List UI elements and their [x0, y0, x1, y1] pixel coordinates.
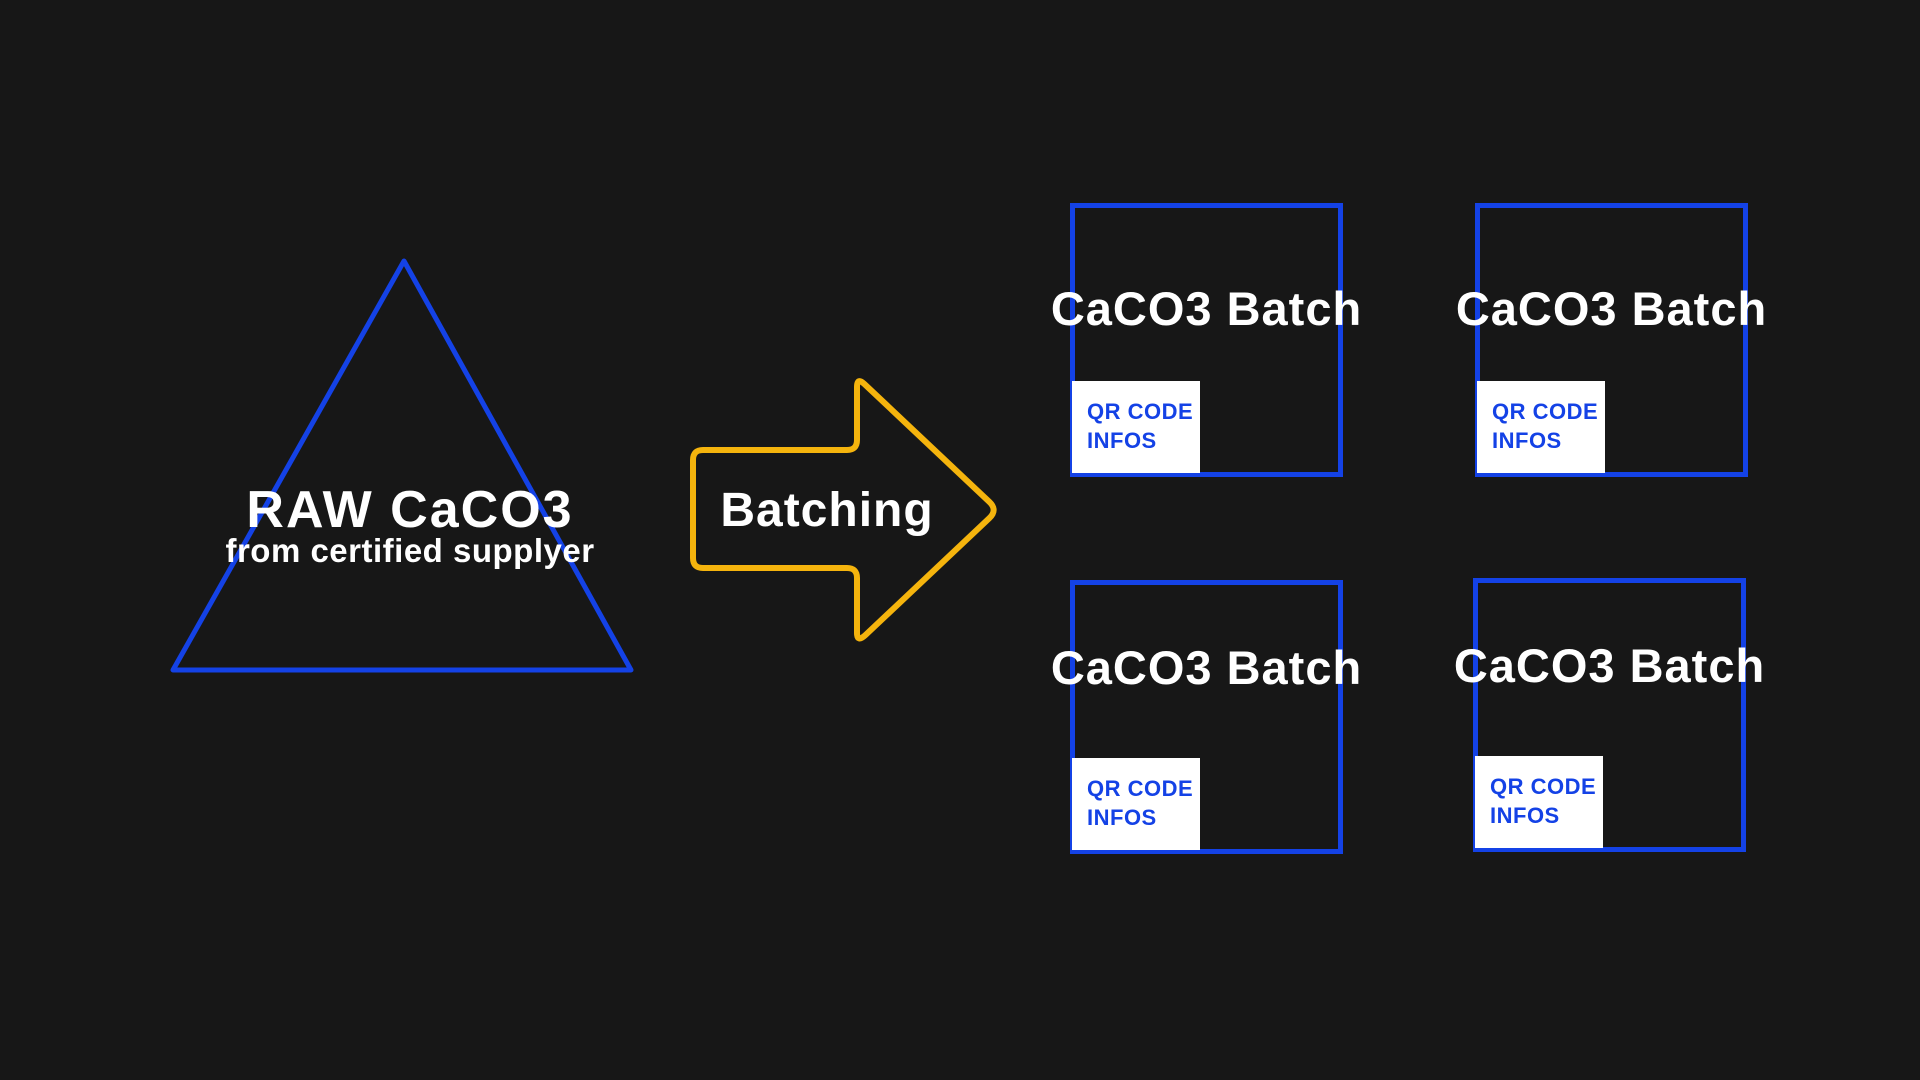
- qr-info-card: QR CODE INFOS: [1475, 756, 1603, 848]
- batch-title: CaCO3 Batch: [1455, 282, 1768, 335]
- qr-card-line2: INFOS: [1087, 805, 1157, 830]
- batch-title: CaCO3 Batch: [1050, 641, 1363, 694]
- qr-info-card: QR CODE INFOS: [1072, 381, 1200, 473]
- batch-box-top-right: CaCO3 Batch QR CODE INFOS: [1456, 203, 1766, 477]
- qr-card-line1: QR CODE: [1087, 399, 1194, 425]
- qr-info-card: QR CODE INFOS: [1072, 758, 1200, 850]
- batch-frame: [1473, 578, 1746, 852]
- qr-card-line2: INFOS: [1492, 428, 1562, 453]
- batch-box-bottom-right: CaCO3 Batch QR CODE INFOS: [1454, 578, 1764, 852]
- raw-source-title: RAW CaCO3: [246, 481, 574, 539]
- qr-card-line1: QR CODE: [1490, 774, 1597, 800]
- qr-info-card: QR CODE INFOS: [1477, 381, 1605, 473]
- batching-label: Batching: [720, 484, 934, 537]
- batch-frame: [1475, 203, 1748, 477]
- qr-card-line1: QR CODE: [1087, 776, 1194, 802]
- qr-card-line1: QR CODE: [1492, 399, 1599, 425]
- raw-source-subtitle: from certified supplyer: [225, 532, 595, 569]
- batch-title: CaCO3 Batch: [1453, 639, 1766, 692]
- raw-material-triangle-icon: [170, 258, 634, 673]
- qr-card-line2: INFOS: [1087, 428, 1157, 453]
- batch-box-bottom-left: CaCO3 Batch QR CODE INFOS: [1051, 580, 1361, 854]
- batching-arrow-icon: [690, 378, 997, 642]
- batch-frame: [1070, 203, 1343, 477]
- qr-card-line2: INFOS: [1490, 803, 1560, 828]
- batch-frame: [1070, 580, 1343, 854]
- batch-title: CaCO3 Batch: [1050, 282, 1363, 335]
- batch-box-top-left: CaCO3 Batch QR CODE INFOS: [1051, 203, 1361, 477]
